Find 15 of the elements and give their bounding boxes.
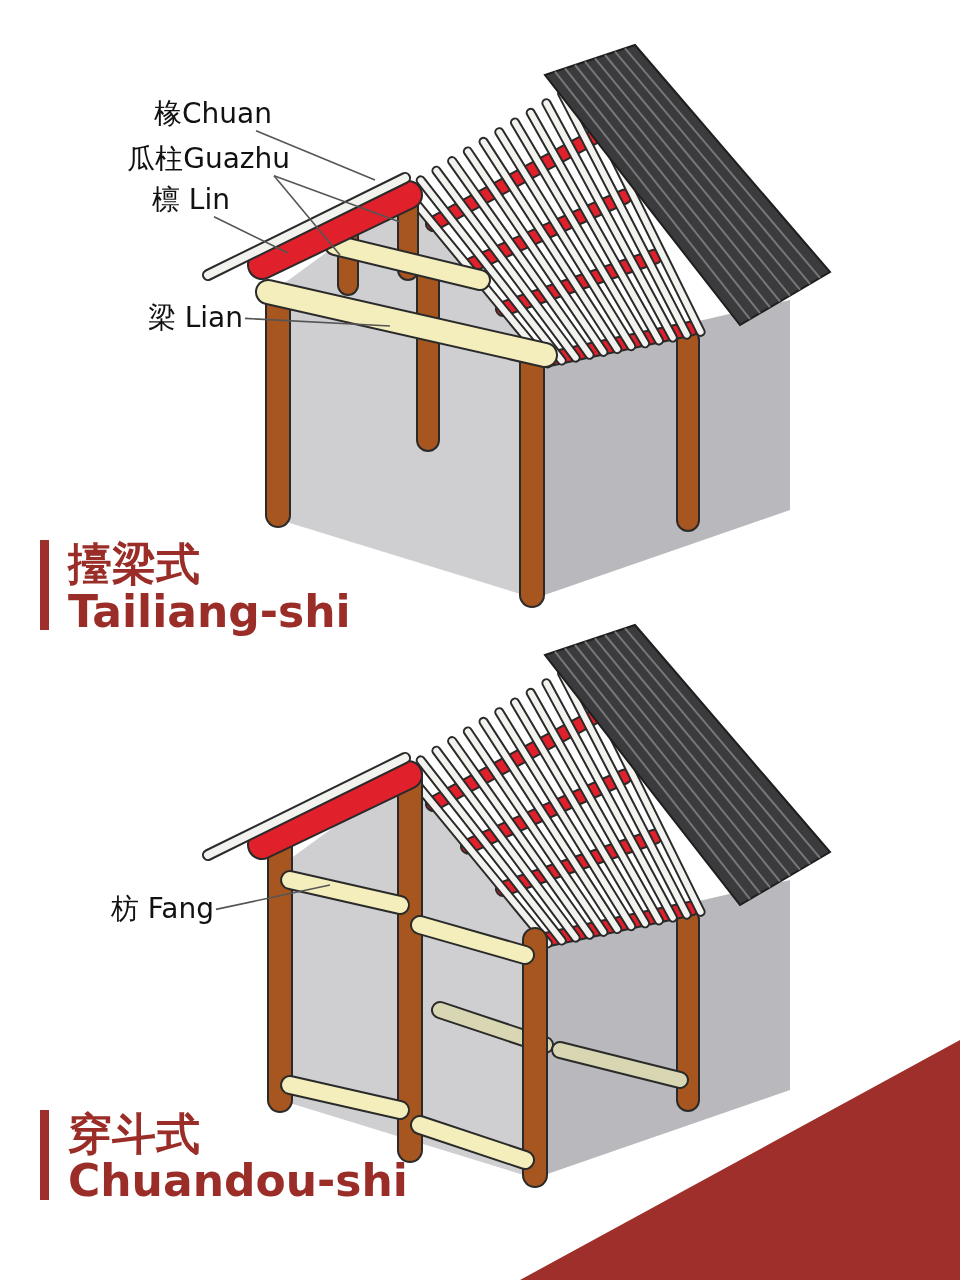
- part-label: 椽Chuan: [154, 99, 272, 130]
- part-label: 瓜柱Guazhu: [127, 144, 290, 175]
- leader-line: [215, 884, 331, 911]
- part-label: 檩 Lin: [151, 185, 230, 216]
- heading: 擡梁式: [68, 540, 200, 589]
- heading: 穿斗式: [68, 1110, 200, 1159]
- part-label: 枋 Fang: [110, 894, 214, 925]
- leader-line: [273, 175, 401, 223]
- leader-line: [255, 130, 376, 181]
- leader-line: [273, 175, 341, 256]
- leader-line: [213, 216, 289, 254]
- heading: Tailiang-shi: [68, 588, 351, 637]
- heading: Chuandou-shi: [68, 1157, 408, 1206]
- part-label: 梁 Lian: [147, 303, 243, 334]
- leader-line: [244, 317, 391, 327]
